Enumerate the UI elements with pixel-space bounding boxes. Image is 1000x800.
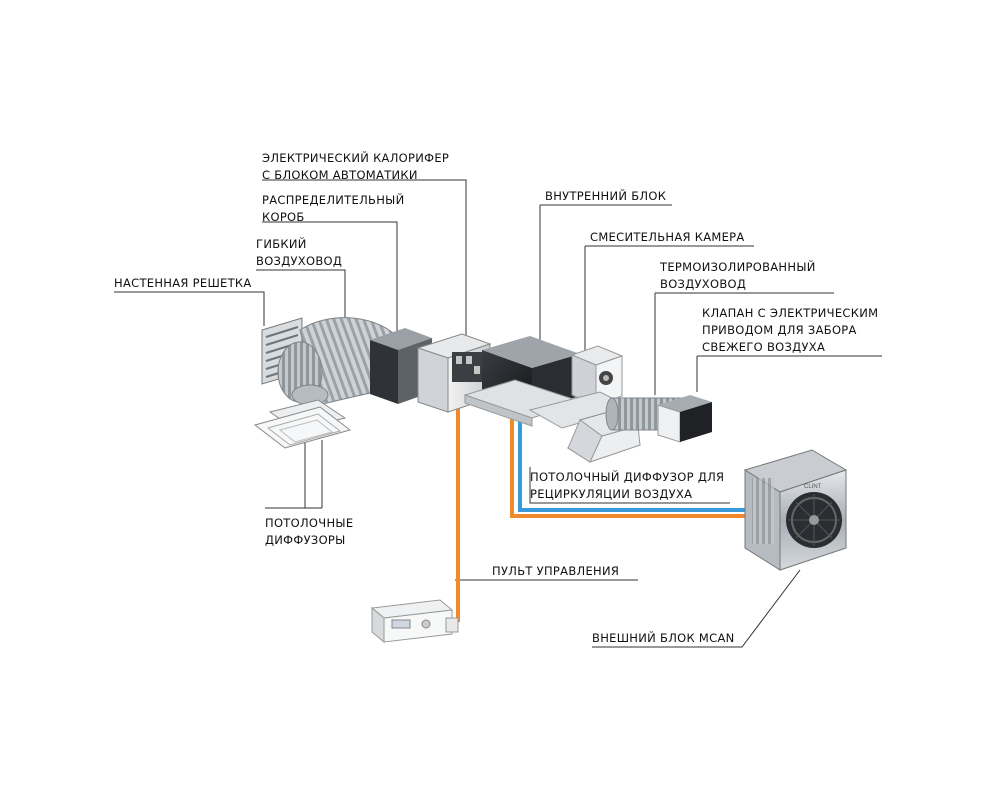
label-distribution-box: РАСПРЕДЕЛИТЕЛЬНЫЙ КОРОБ [262,193,405,224]
damper-graphic [657,395,712,443]
outdoor-unit-graphic: CLINT [743,449,848,571]
leader-flex-duct [256,269,346,322]
label-wall-grille: НАСТЕННАЯ РЕШЕТКА [114,276,252,290]
label-indoor-unit: ВНУТРЕННИЙ БЛОК [545,189,667,203]
leader-outdoor-unit [592,569,801,648]
pipes [456,372,752,622]
pipe-blue-refrigerant [518,402,752,512]
label-damper: КЛАПАН С ЭЛЕКТРИЧЕСКИМ ПРИВОДОМ ДЛЯ ЗАБО… [702,306,879,354]
outdoor-brand-text: CLINT [804,484,822,490]
remote-control-graphic [370,599,459,644]
leader-heater [262,179,467,348]
label-ceiling-diffusers: ПОТОЛОЧНЫЕ ДИФФУЗОРЫ [265,516,354,547]
label-mixing-chamber: СМЕСИТЕЛЬНАЯ КАМЕРА [590,230,745,244]
label-heater: ЭЛЕКТРИЧЕСКИЙ КАЛОРИФЕР С БЛОКОМ АВТОМАТ… [262,151,450,182]
leader-lines [114,179,882,648]
mixing-chamber-graphic [570,345,624,406]
label-flex-duct: ГИБКИЙ ВОЗДУХОВОД [256,237,343,268]
indoor-unit-graphic [463,336,584,427]
leader-recirc-diffuser [529,467,730,504]
leader-wall-grille [114,291,265,326]
leader-distribution-box [262,221,398,334]
ceiling-diffuser-left-graphic [253,399,352,449]
label-recirc-diffuser: ПОТОЛОЧНЫЙ ДИФФУЗОР ДЛЯ РЕЦИРКУЛЯЦИИ ВОЗ… [530,470,725,501]
label-remote: ПУЛЬТ УПРАВЛЕНИЯ [492,564,620,578]
label-outdoor-unit: ВНЕШНИЙ БЛОК MCAN [592,631,735,645]
label-insulated-duct: ТЕРМОИЗОЛИРОВАННЫЙ ВОЗДУХОВОД [660,260,816,291]
pipe-orange-refrigerant [510,402,752,518]
